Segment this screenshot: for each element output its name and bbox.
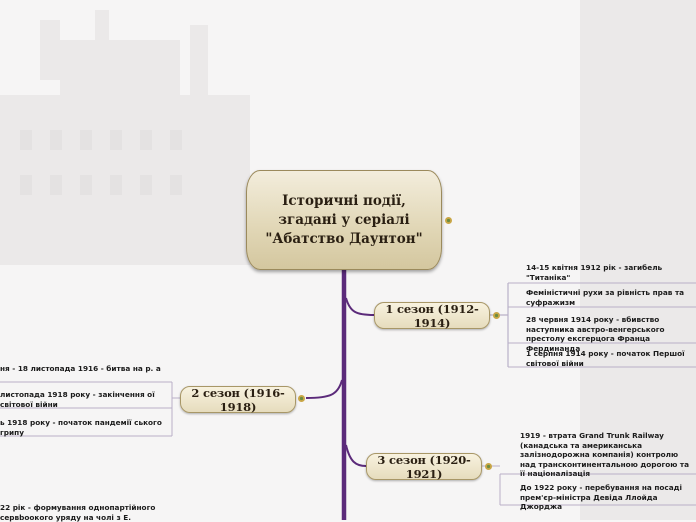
branch-season3 — [345, 444, 367, 467]
season2-label: 2 сезон (1916-1918) — [191, 385, 285, 414]
season3-node[interactable]: 3 сезон (1920-1921) — [366, 452, 482, 481]
season3-marker-icon — [485, 463, 492, 470]
topic-marker-icon — [445, 217, 452, 224]
season3-event-1[interactable]: 1919 - втрата Grand Trunk Railway (канад… — [520, 431, 690, 478]
season2-event-3[interactable]: ь 1918 року - початок пандемії ського гр… — [0, 418, 162, 437]
partial-event[interactable]: 22 рік - формування однопартійного сервb… — [0, 503, 156, 522]
branch-season1 — [345, 297, 375, 316]
branch-season2 — [305, 379, 343, 399]
central-topic-title: Історичні події, згадані у серіалі "Абат… — [265, 192, 423, 247]
season3-label: 3 сезон (1920-1921) — [377, 452, 471, 481]
season1-node[interactable]: 1 сезон (1912-1914) — [374, 301, 490, 330]
season1-marker-icon — [493, 312, 500, 319]
season2-event-1[interactable]: ня - 18 листопада 1916 - битва на р. а — [0, 364, 161, 373]
season2-event-2[interactable]: листопада 1918 року - закінчення ої світ… — [0, 390, 155, 409]
season1-label: 1 сезон (1912-1914) — [385, 301, 479, 330]
season1-event-3[interactable]: 28 червня 1914 року - вбивство наступник… — [526, 315, 665, 353]
season1-event-1[interactable]: 14-15 квітня 1912 рік - загибель "Титані… — [526, 263, 663, 282]
central-topic[interactable]: Історичні події, згадані у серіалі "Абат… — [246, 170, 442, 270]
season2-node[interactable]: 2 сезон (1916-1918) — [180, 385, 296, 414]
season1-event-4[interactable]: 1 серпня 1914 року - початок Першої світ… — [526, 349, 685, 368]
season1-event-2[interactable]: Феміністичні рухи за рівність прав та су… — [526, 288, 685, 307]
season2-marker-icon — [298, 395, 305, 402]
season3-event-2[interactable]: До 1922 року - перебування на посаді пре… — [520, 483, 683, 511]
